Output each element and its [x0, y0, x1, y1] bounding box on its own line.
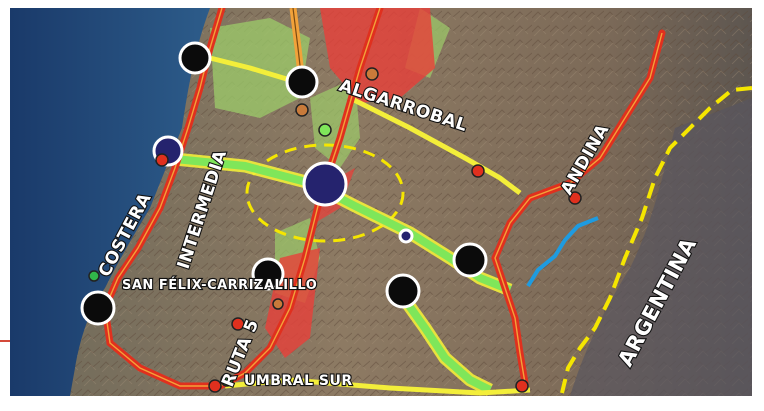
marker-green-2: [220, 373, 234, 387]
marker-green-3: [88, 270, 100, 282]
pacific-ocean: [10, 8, 210, 396]
road-umbral-sur: [224, 377, 531, 396]
marker-orange-2: [295, 103, 309, 117]
marker-red-1: [471, 164, 485, 178]
argentina-region: [570, 98, 752, 396]
node-san-felix-west: [251, 257, 285, 291]
node-costera-south: [80, 290, 116, 326]
node-east: [452, 242, 488, 278]
node-north-coast: [178, 41, 212, 75]
international-border: [560, 86, 752, 394]
marker-red-6: [515, 379, 529, 393]
marker-orange-3: [272, 298, 284, 310]
satellite-map: ALGARROBAL ANDINA INTERMEDIA COSTERA SAN…: [10, 8, 752, 396]
node-north-inland: [285, 65, 319, 99]
node-carrizalillo: [385, 273, 421, 309]
river: [526, 216, 599, 288]
label-san-felix-carrizalillo: SAN FÉLIX-CARRIZALILLO: [122, 277, 317, 293]
node-small-east: [398, 228, 414, 244]
road-algarrobal: [348, 95, 522, 195]
red-zone-north: [320, 8, 435, 103]
corridor-south: [396, 290, 492, 394]
marker-red-2: [568, 191, 582, 205]
marker-red-5: [208, 379, 222, 393]
marker-orange-1: [365, 67, 379, 81]
green-zone-north: [210, 18, 310, 118]
marker-red-3: [155, 153, 169, 167]
marker-green-1: [318, 123, 332, 137]
road-north-yellow: [209, 55, 301, 86]
marker-red-4: [231, 317, 245, 331]
influence-circle: [245, 143, 405, 243]
node-central-hub: [302, 161, 348, 207]
label-umbral-sur: UMBRAL SUR: [244, 373, 353, 389]
